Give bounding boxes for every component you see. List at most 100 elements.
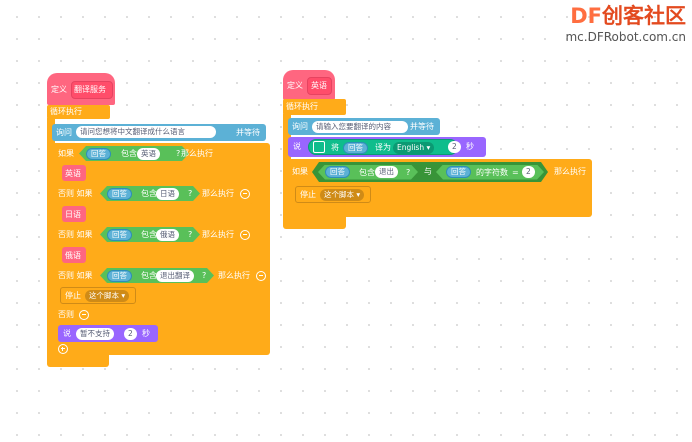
chain-left-arm [55,143,63,353]
forever-bottom [47,353,109,367]
chain-bottom [55,343,270,355]
call-label: 俄语 [65,251,81,260]
contains-value[interactable]: 英语 [137,148,160,160]
define-label: 定义 [287,81,303,90]
call-japanese-block[interactable]: 日语 [62,206,86,222]
say-secs-input[interactable]: 2 [124,327,137,340]
else-label: 否则 [58,310,74,319]
then-label: 那么执行 [218,271,250,280]
ask-input[interactable]: 请输入您要翻译的内容 [312,120,408,133]
translate-label: 将 [331,143,339,152]
answer-reporter[interactable]: 回答 [446,166,471,178]
define-label: 定义 [51,85,67,94]
logo-df: DF [570,4,602,28]
elseif-row-3[interactable]: 否则 如果 回答 包含 俄语 ? 那么执行 [55,225,253,245]
elseif-row-2[interactable]: 否则 如果 回答 包含 日语 ? 那么执行 [55,184,253,204]
answer-reporter[interactable]: 回答 [86,148,111,160]
then-label: 那么执行 [554,167,586,176]
stop-block[interactable]: 停止 这个脚本 ▾ [60,287,136,304]
stop-option-dropdown[interactable]: 这个脚本 ▾ [85,290,130,302]
question-mark: ? [176,149,181,158]
remove-branch-icon[interactable] [79,310,89,320]
elseif-label: 否则 如果 [58,271,93,280]
forever-arm [47,118,55,358]
define-name: 翻译服务 [74,85,106,94]
then-label: 那么执行 [181,149,213,158]
answer-reporter[interactable]: 回答 [107,270,132,282]
forever-block[interactable]: 循环执行 [283,99,346,115]
ask-label: 询问 [56,128,72,137]
forever-arm [283,114,291,222]
remove-branch-icon[interactable] [256,271,266,281]
and-operator[interactable]: 回答 包含 退出 ? 与 回答 的字符数 = 2 [312,162,548,182]
contains-operator-2[interactable]: 回答 包含 日语 ? [100,186,200,201]
question-mark: ? [202,271,207,280]
translate-to-label: 译为 [375,143,391,152]
forever-bottom [283,216,346,229]
language-dropdown[interactable]: English ▾ [393,141,435,154]
length-of-label: 的字符数 [476,167,508,177]
elseif-label: 否则 如果 [58,189,93,198]
stop-label: 停止 [300,190,316,199]
secs-label: 秒 [466,142,474,151]
remove-branch-icon[interactable] [240,189,250,199]
then-label: 那么执行 [202,230,234,239]
add-branch-icon[interactable] [58,344,68,354]
answer-reporter[interactable]: 回答 [107,188,132,200]
if-label: 如果 [58,149,74,158]
stop-option: 这个脚本 [324,190,354,199]
forever-label: 循环执行 [286,102,318,111]
define-name-box [71,81,113,99]
logo-name: 创客社区 [602,4,686,28]
contains-value[interactable]: 退出翻译 [156,270,194,282]
call-label: 英语 [65,169,81,178]
say-label: 说 [293,142,301,151]
define-hat-block[interactable]: 定义 翻译服务 [47,73,115,105]
stop-label: 停止 [65,291,81,300]
then-label: 那么执行 [202,189,234,198]
if-row[interactable]: 如果 回答 包含 退出 ? 与 回答 的字符数 = 2 那么执行 [288,161,592,183]
translate-reporter[interactable]: 将 回答 译为 English ▾ [308,139,458,155]
ask-input[interactable]: 请问您想将中文翻译成什么语言 [76,126,216,138]
contains-value[interactable]: 俄语 [156,229,179,241]
call-english-block[interactable]: 英语 [62,165,86,181]
contains-label: 包含 [141,230,157,239]
answer-reporter[interactable]: 回答 [107,229,132,241]
contains-operator-1[interactable]: 回答 包含 英语 ? [79,146,189,161]
remove-branch-icon[interactable] [240,230,250,240]
contains-label: 包含 [121,149,137,158]
logo-url: mc.DFRobot.com.cn [565,30,686,44]
say-for-secs-block[interactable]: 说 将 回答 译为 English ▾ 2 秒 [288,137,486,157]
contains-operator-3[interactable]: 回答 包含 俄语 ? [100,227,200,242]
answer-reporter[interactable]: 回答 [325,166,350,178]
contains-label: 包含 [141,271,157,280]
if-row-1[interactable]: 如果 回答 包含 英语 ? 那么执行 [55,145,255,162]
stop-option: 这个脚本 [89,291,119,300]
say-text-input[interactable]: 暂不支持 [76,327,114,340]
equals-label: = [512,167,519,177]
ask-block[interactable]: 询问 请问您想将中文翻译成什么语言 并等待 [52,124,266,141]
define-hat-block[interactable]: 定义 英语 [283,70,335,100]
length-value[interactable]: 2 [522,166,535,178]
elseif-row-4[interactable]: 否则 如果 回答 包含 退出翻译 ? 那么执行 [55,266,270,286]
forever-block[interactable]: 循环执行 [47,105,110,119]
equals-operator[interactable]: 回答 的字符数 = 2 [436,165,544,180]
answer-reporter[interactable]: 回答 [343,141,368,154]
contains-operator[interactable]: 回答 包含 退出 ? [318,165,418,180]
else-row[interactable]: 否则 [55,306,270,324]
question-mark: ? [188,230,193,239]
call-russian-block[interactable]: 俄语 [62,247,86,263]
stop-block[interactable]: 停止 这个脚本 ▾ [295,186,371,203]
and-wait-label: 并等待 [236,128,260,137]
contains-value[interactable]: 退出 [375,166,398,178]
say-for-secs-block[interactable]: 说 暂不支持 2 秒 [58,325,158,342]
say-secs-input[interactable]: 2 [448,141,461,153]
ask-block[interactable]: 询问 请输入您要翻译的内容 并等待 [288,118,440,135]
stop-option-dropdown[interactable]: 这个脚本 ▾ [320,189,365,201]
call-label: 日语 [65,210,81,219]
say-label: 说 [63,329,71,338]
contains-value[interactable]: 日语 [156,188,179,200]
contains-label: 包含 [141,189,157,198]
if-label: 如果 [292,167,308,176]
contains-operator-4[interactable]: 回答 包含 退出翻译 ? [100,268,214,283]
